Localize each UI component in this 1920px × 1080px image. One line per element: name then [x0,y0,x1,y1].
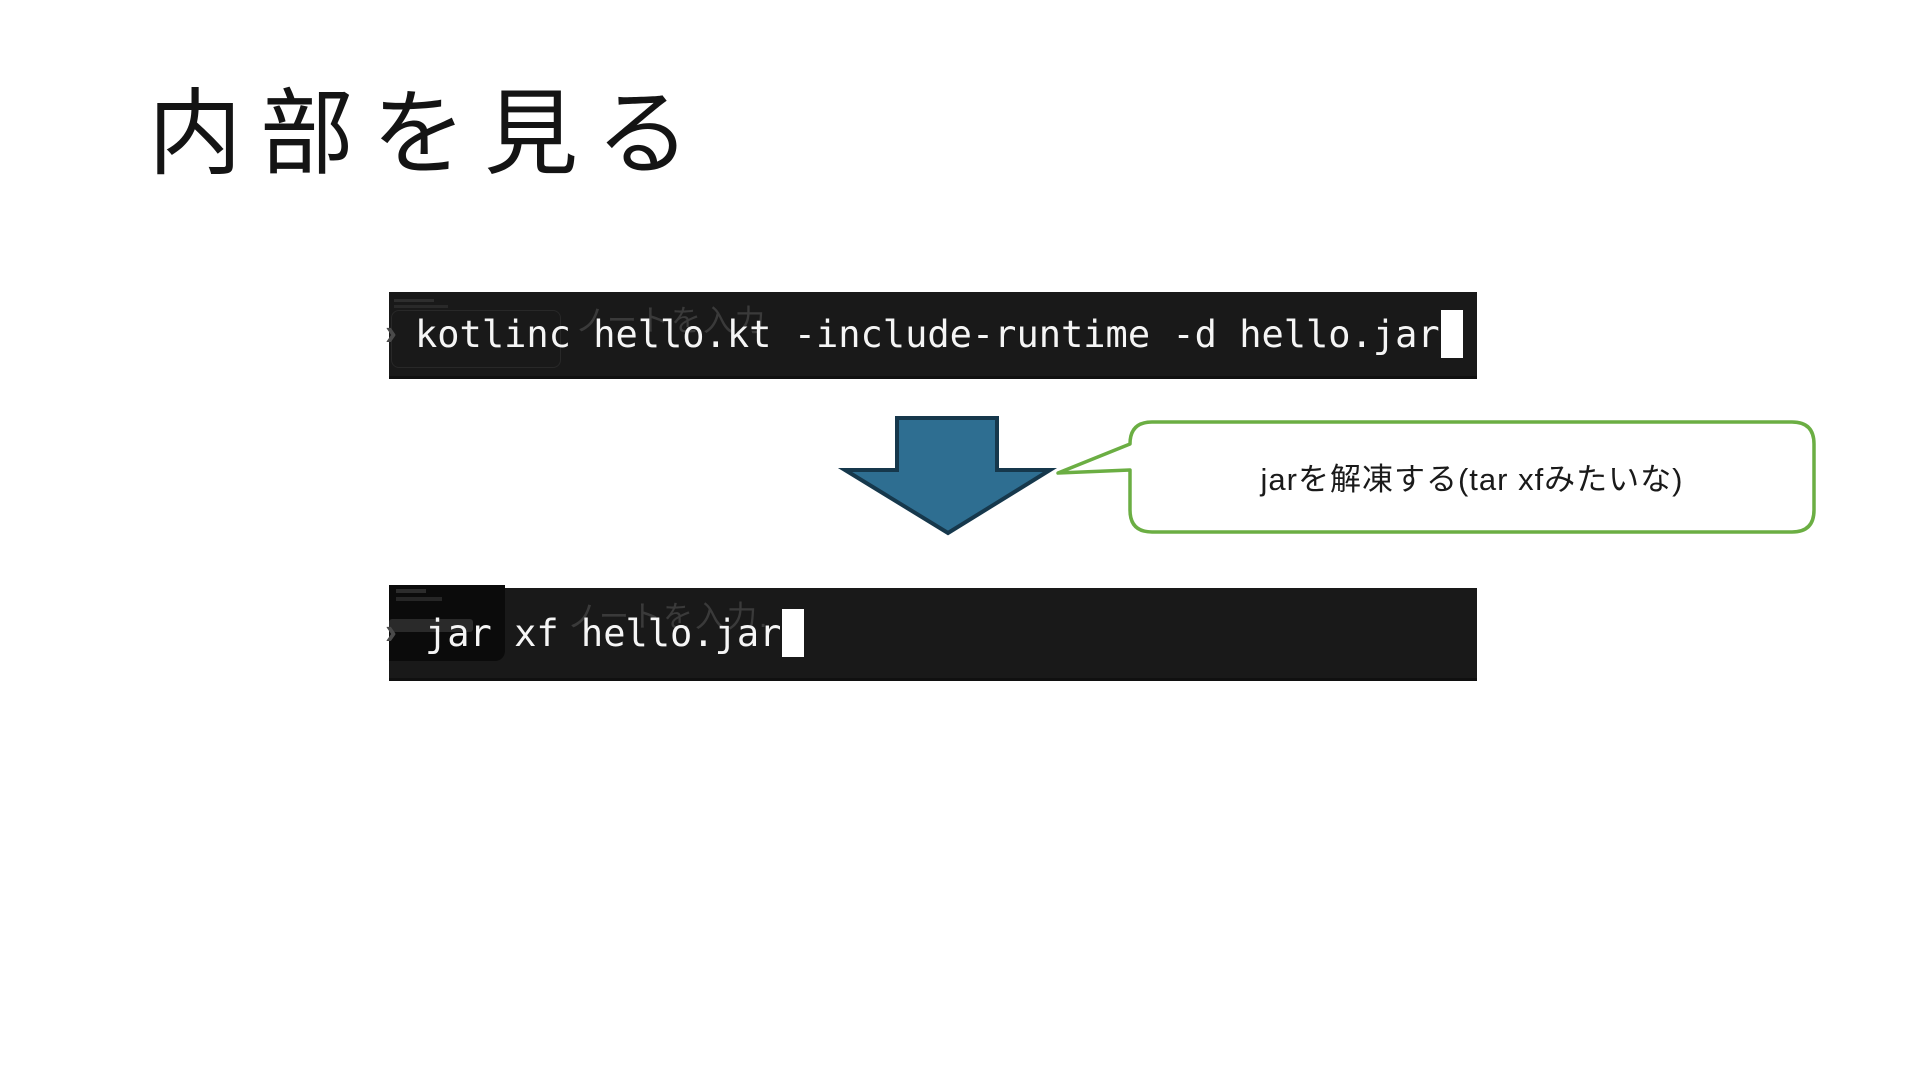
slide-title: 内部を見る [148,81,709,186]
down-arrow-icon [837,416,1058,536]
terminal-ui-artifact [396,597,442,601]
terminal-command-line: kotlinc hello.kt -include-runtime -d hel… [389,292,1477,376]
terminal-ui-artifact [394,305,448,308]
terminal-command-line: jar xf hello.jar [389,588,1477,678]
terminal-command-extract: jar xf hello.jar [425,611,782,655]
callout-text: jarを解凍する(tar xfみたいな) [1260,461,1684,497]
terminal-ui-artifact [396,589,426,593]
callout-bubble [1056,420,1816,534]
notes-placeholder-text: ノートを入力. [567,601,770,634]
notes-placeholder-text: ノートを入力 [575,305,767,338]
terminal-ui-artifact [394,299,434,302]
terminal-menu-artifact [389,585,505,661]
prompt-chevron-icon: › [385,610,397,652]
terminal-ui-artifact [389,619,473,632]
terminal-screenshot-extract: › ノートを入力. jar xf hello.jar [385,585,1477,681]
prompt-chevron-icon: › [385,311,397,353]
terminal-ui-artifact [391,310,561,368]
terminal-screenshot-compile: › ノートを入力 kotlinc hello.kt -include-runti… [385,292,1477,379]
terminal-command-compile: kotlinc hello.kt -include-runtime -d hel… [415,312,1440,356]
terminal-cursor [1440,310,1463,358]
terminal-cursor [782,609,805,657]
